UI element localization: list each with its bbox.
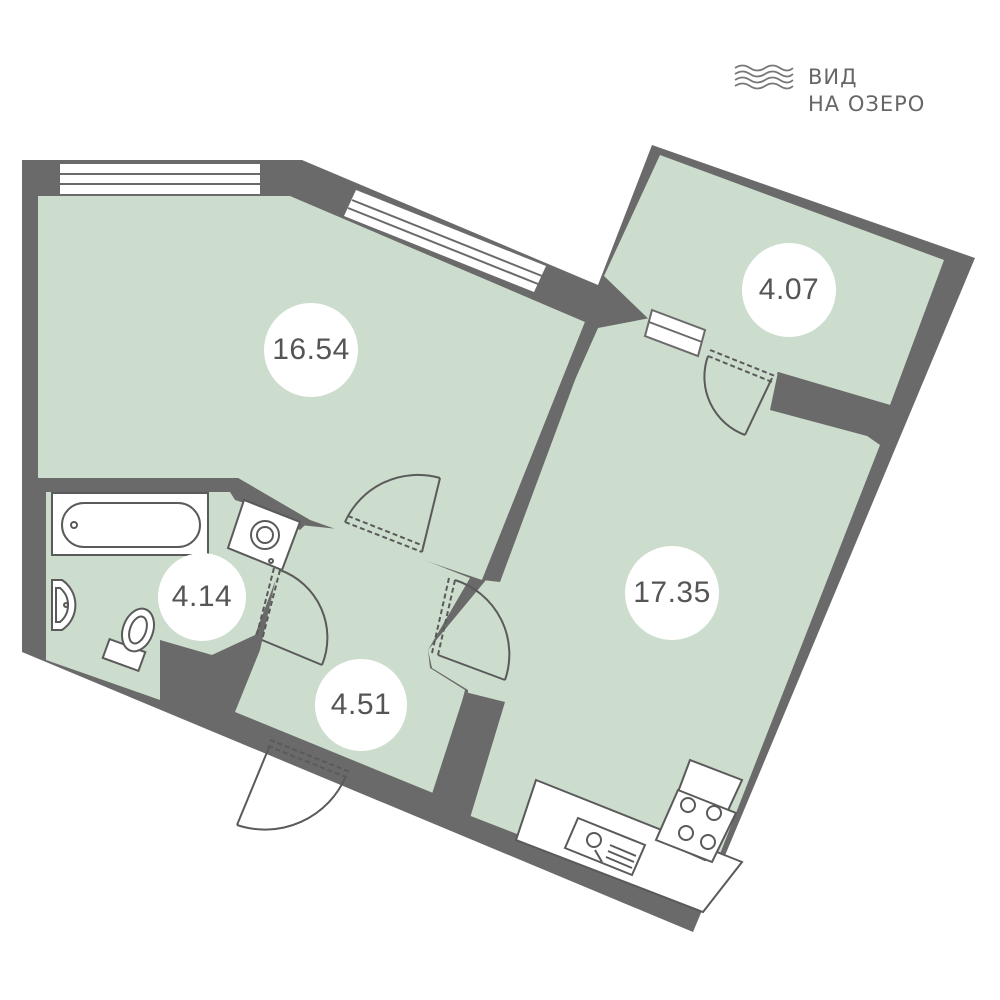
area-badge-bathroom: 4.14	[158, 553, 246, 641]
view-label-line2: НА ОЗЕРО	[808, 92, 926, 116]
inner-walls	[38, 318, 890, 818]
area-value: 4.51	[330, 688, 392, 721]
doors	[236, 349, 776, 831]
area-value: 4.07	[758, 273, 820, 306]
door-kitchen	[431, 577, 511, 681]
window-balcony	[643, 308, 707, 358]
door-bathroom	[255, 567, 329, 666]
stove	[654, 788, 738, 864]
door-room	[344, 473, 441, 553]
area-value: 17.35	[633, 576, 711, 609]
area-badge-kitchen: 17.35	[625, 546, 719, 640]
kitchen-fixtures	[514, 758, 744, 914]
toilet	[101, 607, 155, 673]
area-badge-room: 16.54	[264, 303, 358, 397]
bathroom-fixtures	[51, 492, 302, 673]
kitchen-sink	[563, 816, 647, 877]
area-value: 16.54	[272, 333, 350, 366]
view-label: ВИД НА ОЗЕРО	[808, 64, 925, 118]
door-balcony	[703, 349, 776, 436]
door-entrance	[236, 739, 351, 831]
waves-icon	[734, 64, 794, 90]
view-label-line1: ВИД	[808, 65, 858, 89]
area-badge-balcony: 4.07	[742, 243, 836, 337]
windows	[60, 164, 707, 358]
area-badge-hallway: 4.51	[315, 659, 407, 751]
area-value: 4.14	[171, 580, 233, 613]
window-1	[60, 164, 260, 194]
washing-machine	[226, 498, 302, 572]
